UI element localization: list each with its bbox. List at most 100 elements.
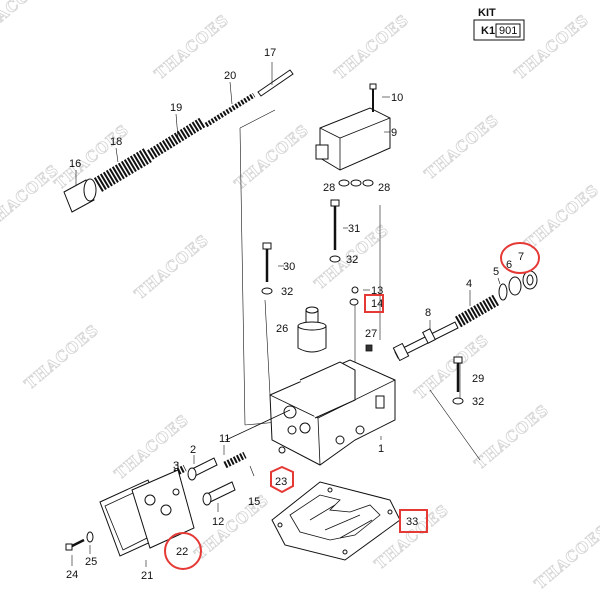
spool-land xyxy=(422,328,436,344)
callout-6: 6 xyxy=(506,259,512,271)
watermark: THACOES xyxy=(0,161,62,233)
kit-box: KIT K1 901 xyxy=(473,7,525,41)
highlight-box-13 xyxy=(364,294,384,313)
washer-part-32 xyxy=(452,397,464,405)
leader-lines xyxy=(71,62,501,567)
watermark: THACOES xyxy=(421,111,502,183)
oring-part-28 xyxy=(338,179,350,187)
separator-plate-part-33 xyxy=(271,481,401,561)
callout-21: 21 xyxy=(141,570,153,582)
washer-part-32 xyxy=(261,287,273,295)
callout-1: 1 xyxy=(378,443,384,455)
watermark: THACOES xyxy=(131,231,212,303)
bolt-head-31 xyxy=(330,199,340,207)
watermark: THACOES xyxy=(531,521,600,593)
spring-part-15 xyxy=(223,451,247,469)
callout-13: 14 xyxy=(371,298,383,310)
callout-26: 27 xyxy=(365,328,377,340)
gasket-hole xyxy=(144,494,156,506)
gasket-hole xyxy=(160,504,172,516)
valve-body-tower xyxy=(299,361,356,419)
callout-22: 22 xyxy=(176,546,188,558)
callout-3: 3 xyxy=(173,460,179,472)
oring-part-28 xyxy=(362,179,374,187)
highlight-hex-23 xyxy=(270,465,294,494)
spring-stack xyxy=(63,69,294,213)
callout-30: 30 xyxy=(283,261,295,273)
screw-head xyxy=(369,83,377,90)
watermark: THACOES xyxy=(331,11,412,83)
callout-25: 25 xyxy=(85,556,97,568)
centerline xyxy=(429,389,481,461)
solenoid-part-9 xyxy=(319,107,391,171)
callout-10: 10 xyxy=(391,92,403,104)
gasket-hole xyxy=(172,488,180,496)
bore xyxy=(335,435,345,445)
callout-28a: 28 xyxy=(323,182,335,194)
solenoid-group xyxy=(315,83,391,187)
watermark: THACOES xyxy=(0,0,52,43)
oring-part-28 xyxy=(350,179,362,187)
highlights xyxy=(164,242,540,570)
callout-2: 2 xyxy=(190,444,196,456)
watermark: THACOES xyxy=(471,401,552,473)
callout-9: 9 xyxy=(391,127,397,139)
callout-8: 8 xyxy=(425,307,431,319)
bolt-head-29 xyxy=(453,356,463,364)
accumulator-part-27 xyxy=(297,325,327,353)
callout-24: 24 xyxy=(66,569,78,581)
kit-row-label: K1 xyxy=(481,25,495,37)
solenoid-connector xyxy=(315,144,329,160)
rod-part-11 xyxy=(225,409,291,441)
centerline xyxy=(264,299,271,396)
highlight-circle-6-7 xyxy=(500,242,540,274)
plate-hole xyxy=(342,549,348,555)
callout-29: 29 xyxy=(472,373,484,385)
valve-body xyxy=(269,359,396,466)
bore xyxy=(355,425,365,435)
plug-part-26 xyxy=(365,344,373,352)
spring-part-18 xyxy=(93,148,153,192)
bore xyxy=(287,425,297,435)
callout-4: 4 xyxy=(466,278,472,290)
callout-17: 17 xyxy=(264,47,276,59)
spring-part-19 xyxy=(147,117,206,160)
bore xyxy=(283,405,297,419)
highlight-box-33 xyxy=(399,509,428,533)
cover-plates xyxy=(65,469,195,557)
accumulator-rim xyxy=(297,321,327,331)
kit-value-box xyxy=(495,23,521,38)
bore xyxy=(299,422,311,434)
plate-hole xyxy=(327,487,333,493)
ball-part-12 xyxy=(351,286,359,294)
callout-27: 26 xyxy=(276,323,288,335)
watermark: THACOES xyxy=(21,321,102,393)
bolts xyxy=(261,199,464,405)
callout-33: 33 xyxy=(406,516,418,528)
callout-15: 15 xyxy=(248,496,260,508)
watermark: THACOES xyxy=(151,11,232,83)
callout-5: 5 xyxy=(493,266,499,278)
callout-16: 16 xyxy=(69,158,81,170)
washer-part-25 xyxy=(86,531,94,543)
callout-23: 23 xyxy=(275,476,287,488)
screw-head xyxy=(65,543,73,551)
valve-body-edge xyxy=(317,417,321,466)
callout-18: 18 xyxy=(110,136,122,148)
kit-title: KIT xyxy=(478,7,496,19)
spring-part-4 xyxy=(454,294,500,328)
centerline xyxy=(239,109,276,129)
callout-20: 20 xyxy=(224,70,236,82)
callout-32a: 32 xyxy=(346,254,358,266)
plate-hole xyxy=(277,522,283,528)
oring-part-13 xyxy=(349,298,359,306)
accumulator-top xyxy=(305,306,319,314)
valve-body-boss xyxy=(375,395,385,409)
centerline xyxy=(239,127,246,426)
plug-face xyxy=(526,274,534,286)
spool-land xyxy=(392,342,410,362)
washer-part-32 xyxy=(329,255,341,263)
valve-body-part-1 xyxy=(269,359,396,466)
spool-group xyxy=(392,270,538,362)
